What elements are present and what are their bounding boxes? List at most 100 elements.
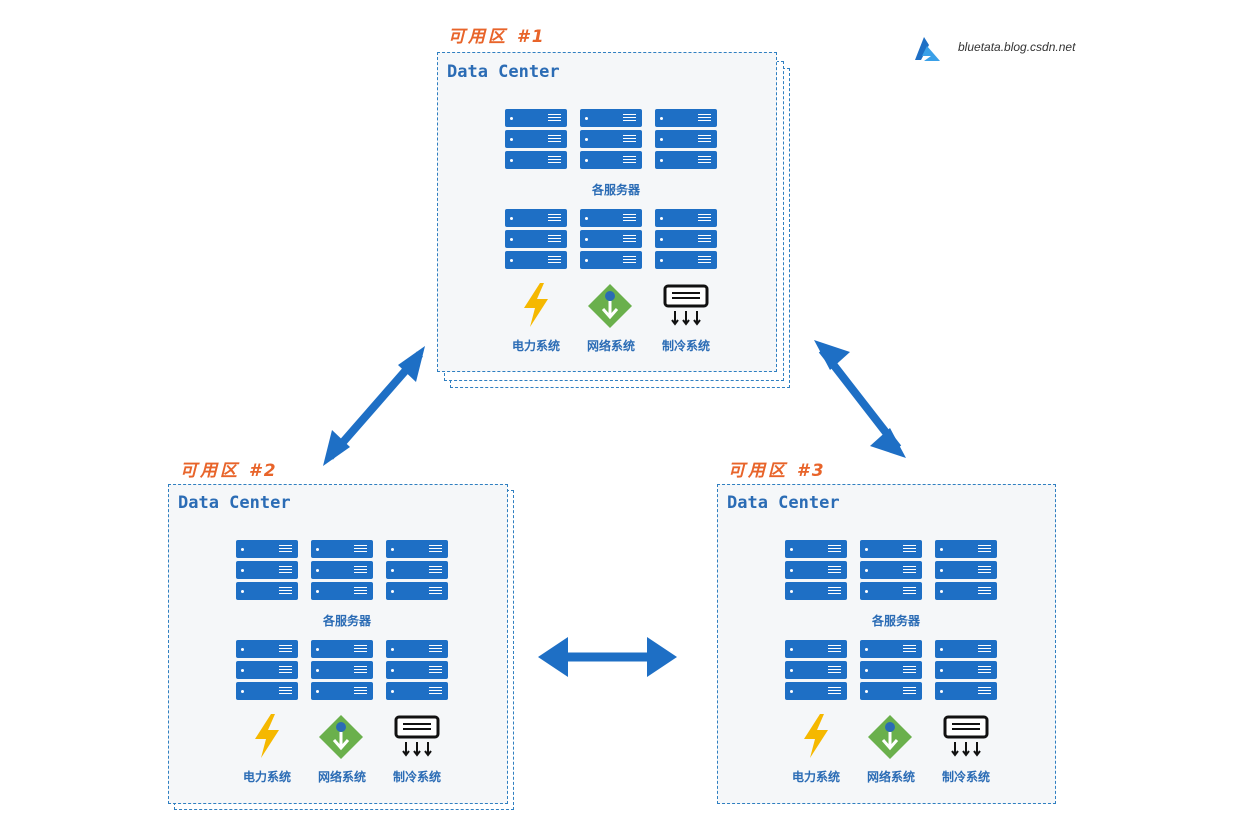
lightning-bolt-icon xyxy=(524,283,548,327)
cooling-unit-icon xyxy=(943,715,989,757)
cooling-unit-icon xyxy=(663,284,709,326)
servers-label: 各服务器 xyxy=(591,183,640,197)
server-icon xyxy=(785,682,847,700)
server-icon xyxy=(655,109,717,127)
server-icon xyxy=(505,130,567,148)
server-icon xyxy=(505,209,567,227)
server-icon xyxy=(311,640,373,658)
server-icon xyxy=(785,582,847,600)
server-icon xyxy=(236,561,298,579)
server-rack xyxy=(580,109,642,172)
server-icon xyxy=(505,251,567,269)
power-system-label: 电力系统 xyxy=(242,770,291,784)
server-rack xyxy=(785,640,847,703)
zone-3-label: 可用区 #3 xyxy=(728,461,827,481)
server-icon xyxy=(386,682,448,700)
server-icon xyxy=(311,682,373,700)
server-rack xyxy=(935,540,997,603)
server-icon xyxy=(386,582,448,600)
network-switch-icon xyxy=(868,715,912,759)
server-rack xyxy=(860,540,922,603)
server-icon xyxy=(386,540,448,558)
server-icon xyxy=(935,682,997,700)
network-switch-icon xyxy=(319,715,363,759)
azure-logo-icon xyxy=(912,36,942,66)
server-rack xyxy=(655,109,717,172)
server-icon xyxy=(311,540,373,558)
server-icon xyxy=(580,251,642,269)
server-icon xyxy=(860,540,922,558)
server-icon xyxy=(785,540,847,558)
server-icon xyxy=(860,640,922,658)
server-icon xyxy=(860,561,922,579)
server-icon xyxy=(580,109,642,127)
server-rack xyxy=(386,540,448,603)
server-icon xyxy=(655,251,717,269)
server-icon xyxy=(580,209,642,227)
server-icon xyxy=(386,640,448,658)
server-rack xyxy=(311,640,373,703)
data-center-2-title: Data Center xyxy=(178,493,291,513)
server-icon xyxy=(580,130,642,148)
server-icon xyxy=(655,151,717,169)
server-icon xyxy=(236,540,298,558)
server-rack xyxy=(236,540,298,603)
server-icon xyxy=(236,682,298,700)
power-system-label: 电力系统 xyxy=(511,339,560,353)
server-icon xyxy=(785,640,847,658)
servers-label: 各服务器 xyxy=(322,614,371,628)
server-rack xyxy=(386,640,448,703)
power-system-label: 电力系统 xyxy=(791,770,840,784)
server-icon xyxy=(655,130,717,148)
network-system-label: 网络系统 xyxy=(586,339,635,353)
server-icon xyxy=(386,661,448,679)
arrow-zone2-zone3 xyxy=(538,637,677,677)
server-icon xyxy=(236,640,298,658)
lightning-bolt-icon xyxy=(804,714,828,758)
server-icon xyxy=(580,230,642,248)
cooling-system-label: 制冷系统 xyxy=(941,770,990,784)
server-rack xyxy=(505,109,567,172)
server-icon xyxy=(860,661,922,679)
server-icon xyxy=(505,151,567,169)
server-rack xyxy=(311,540,373,603)
data-center-1-title: Data Center xyxy=(447,62,560,82)
watermark-text: bluetata.blog.csdn.net xyxy=(958,40,1076,54)
server-icon xyxy=(311,561,373,579)
server-icon xyxy=(505,109,567,127)
server-icon xyxy=(311,582,373,600)
server-rack xyxy=(580,209,642,272)
server-icon xyxy=(935,640,997,658)
server-icon xyxy=(655,209,717,227)
server-icon xyxy=(505,230,567,248)
server-icon xyxy=(860,582,922,600)
server-icon xyxy=(860,682,922,700)
network-switch-icon xyxy=(588,284,632,328)
server-icon xyxy=(655,230,717,248)
server-rack xyxy=(935,640,997,703)
server-rack xyxy=(505,209,567,272)
network-system-label: 网络系统 xyxy=(317,770,366,784)
server-icon xyxy=(386,561,448,579)
server-icon xyxy=(935,582,997,600)
server-icon xyxy=(935,561,997,579)
cooling-system-label: 制冷系统 xyxy=(392,770,441,784)
servers-label: 各服务器 xyxy=(871,614,920,628)
cooling-unit-icon xyxy=(394,715,440,757)
server-icon xyxy=(236,661,298,679)
server-icon xyxy=(311,661,373,679)
server-icon xyxy=(935,661,997,679)
arrow-zone1-zone2 xyxy=(323,346,425,466)
server-icon xyxy=(935,540,997,558)
server-rack xyxy=(860,640,922,703)
server-icon xyxy=(236,582,298,600)
data-center-3-title: Data Center xyxy=(727,493,840,513)
lightning-bolt-icon xyxy=(255,714,279,758)
cooling-system-label: 制冷系统 xyxy=(661,339,710,353)
zone-1-label: 可用区 #1 xyxy=(448,27,547,47)
server-rack xyxy=(785,540,847,603)
server-icon xyxy=(785,561,847,579)
arrow-zone1-zone3 xyxy=(814,340,906,458)
zone-2-label: 可用区 #2 xyxy=(180,461,279,481)
